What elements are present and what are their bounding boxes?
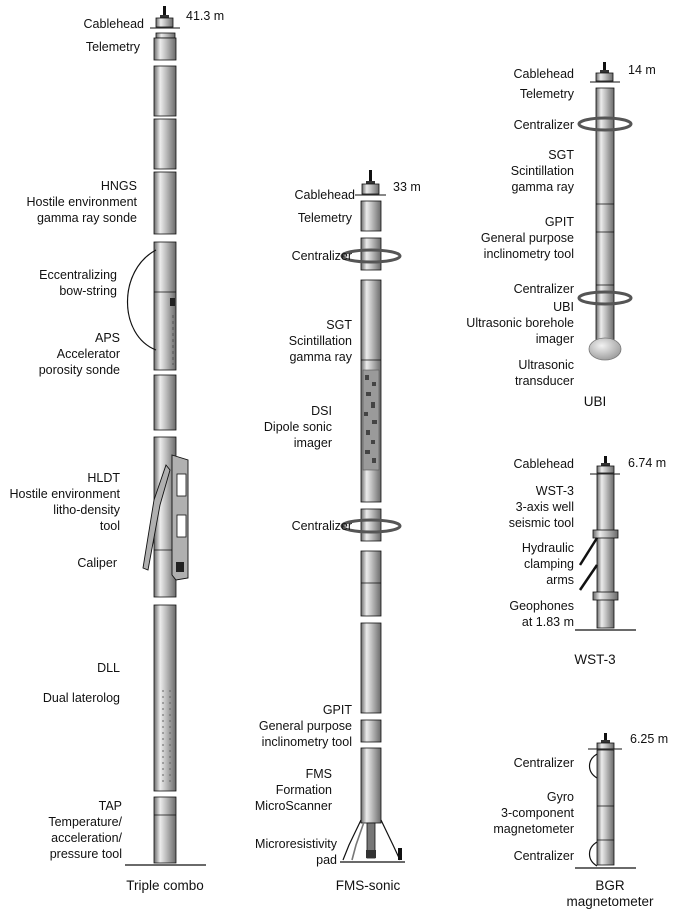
bgr-gyro-label: Gyro 3-component magnetometer bbox=[493, 790, 574, 836]
wst3-string bbox=[575, 456, 636, 631]
wst3-arms-label: Hydraulic clamping arms bbox=[521, 541, 574, 587]
tc-dll-label: DLL bbox=[97, 661, 120, 675]
wst3-cablehead-label: Cablehead bbox=[513, 457, 574, 471]
fms-sonic-depth: 33 m bbox=[393, 180, 421, 194]
tc-telemetry-label: Telemetry bbox=[85, 40, 140, 54]
tc-caliper-label: Caliper bbox=[77, 556, 117, 570]
wst3-depth: 6.74 m bbox=[628, 456, 667, 470]
bgr-string bbox=[575, 733, 636, 869]
triple-combo-string bbox=[125, 6, 206, 866]
ubi-caption: UBI bbox=[583, 394, 607, 409]
triple-combo-caption: Triple combo bbox=[126, 878, 204, 893]
fms-centralizer-2-label: Centralizer bbox=[291, 519, 352, 533]
ubi-centralizer-1-label: Centralizer bbox=[513, 118, 574, 132]
fms-sgt-label: SGT Scintillation gamma ray bbox=[288, 318, 352, 364]
fms-fms-label: FMS Formation MicroScanner bbox=[254, 767, 332, 813]
wst3-geophones-label: Geophones at 1.83 m bbox=[509, 599, 574, 629]
tc-bowstring-label: Eccentralizing bow-string bbox=[39, 268, 117, 298]
tc-hldt-label: HLDT Hostile environment litho-density t… bbox=[9, 471, 120, 533]
wst3-caption: WST-3 bbox=[574, 652, 616, 667]
bgr-depth: 6.25 m bbox=[630, 732, 669, 746]
fms-telemetry-label: Telemetry bbox=[297, 211, 352, 225]
wst3-wst-label: WST-3 3-axis well seismic tool bbox=[508, 484, 574, 530]
ubi-string bbox=[577, 62, 633, 361]
ubi-ubi-label: UBI Ultrasonic borehole imager bbox=[466, 300, 574, 346]
fms-cablehead-label: Cablehead bbox=[294, 188, 355, 202]
ubi-sgt-label: SGT Scintillation gamma ray bbox=[510, 148, 574, 194]
tc-hngs-label: HNGS Hostile environment gamma ray sonde bbox=[26, 179, 137, 225]
fms-dsi-label: DSI Dipole sonic imager bbox=[263, 404, 332, 450]
bgr-caption: BGR magnetometer bbox=[566, 878, 654, 909]
fms-pad-label: Microresistivity pad bbox=[255, 837, 337, 867]
fms-gpit-label: GPIT General purpose inclinometry tool bbox=[258, 703, 352, 749]
fms-sonic-caption: FMS-sonic bbox=[335, 878, 401, 893]
fms-centralizer-1-label: Centralizer bbox=[291, 249, 352, 263]
bgr-centralizer-2-label: Centralizer bbox=[513, 849, 574, 863]
ubi-telemetry-label: Telemetry bbox=[519, 87, 574, 101]
ubi-depth: 14 m bbox=[628, 63, 656, 77]
ubi-gpit-label: GPIT General purpose inclinometry tool bbox=[480, 215, 574, 261]
bgr-centralizer-1-label: Centralizer bbox=[513, 756, 574, 770]
ubi-centralizer-2-label: Centralizer bbox=[513, 282, 574, 296]
ubi-transducer-label: Ultrasonic transducer bbox=[514, 358, 574, 388]
tc-aps-label: APS Accelerator porosity sonde bbox=[38, 331, 120, 377]
ubi-cablehead-label: Cablehead bbox=[513, 67, 574, 81]
tc-tap-label: TAP Temperature/ acceleration/ pressure … bbox=[48, 799, 122, 861]
tc-dll-name-label: Dual laterolog bbox=[42, 691, 120, 705]
triple-combo-depth: 41.3 m bbox=[186, 9, 225, 23]
tc-cablehead-label: Cablehead bbox=[83, 17, 144, 31]
fms-sonic-string bbox=[340, 170, 405, 863]
